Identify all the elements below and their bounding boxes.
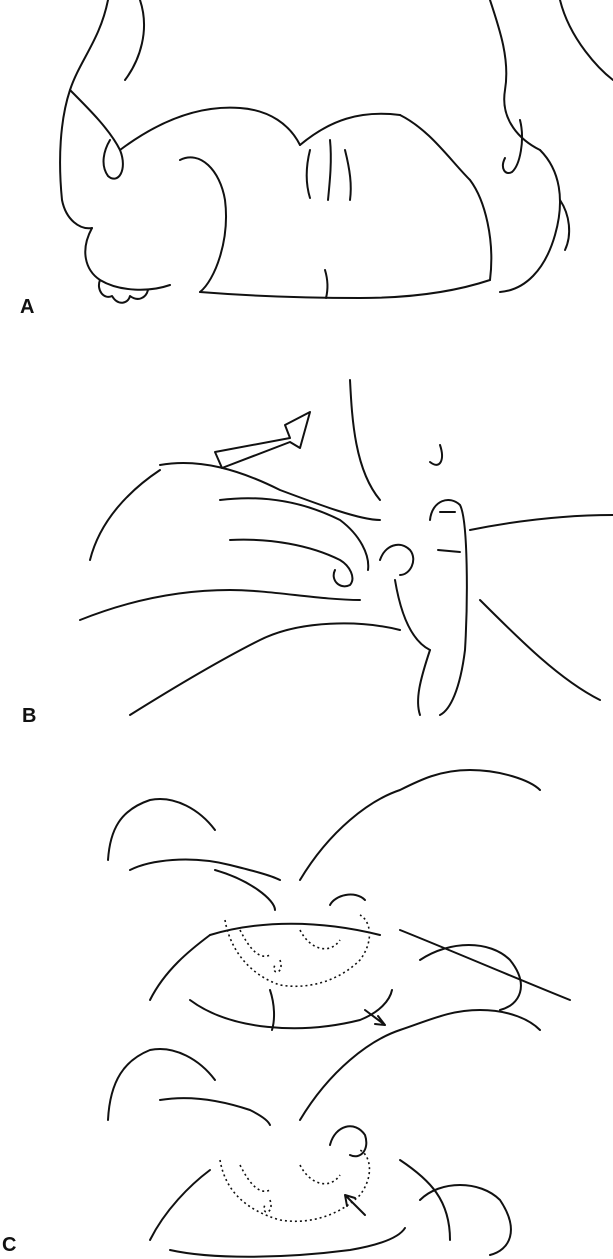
- panel-label-c: C: [2, 1234, 17, 1256]
- panel-c-drawing: [107, 769, 571, 1258]
- panel-label-a: A: [20, 296, 35, 318]
- panel-b-drawing: [79, 379, 613, 716]
- panel-a-drawing: [59, 0, 613, 304]
- panel-label-b: B: [22, 705, 37, 727]
